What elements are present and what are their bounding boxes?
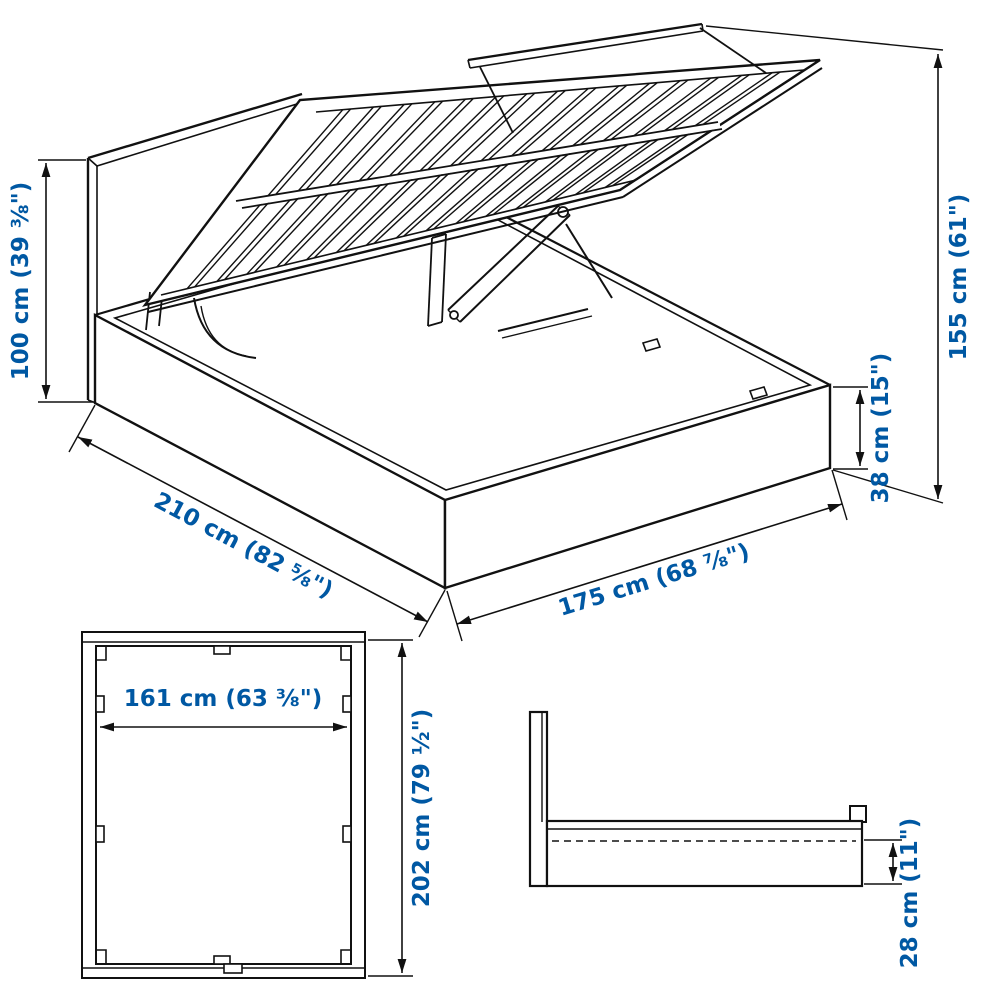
lift-handle bbox=[467, 22, 767, 134]
dim-label-storage-depth: 28 cm (11") bbox=[897, 818, 923, 969]
dim-open-height: 155 cm (61") bbox=[705, 25, 972, 504]
dim-inner-length: 202 cm (79 ½") bbox=[368, 639, 435, 977]
isometric-view: 100 cm (39 ⅜") 155 cm (61") 210 cm (82 ⅝… bbox=[8, 22, 972, 642]
dim-frame-height: 38 cm (15") bbox=[833, 353, 894, 504]
headboard bbox=[86, 92, 303, 404]
dim-inner-width: 161 cm (63 ⅜") bbox=[100, 686, 347, 732]
lift-mechanism bbox=[145, 205, 769, 400]
dim-label-frame-height: 38 cm (15") bbox=[868, 353, 894, 504]
dim-label-open-height: 155 cm (61") bbox=[946, 194, 972, 361]
side-view-headboard-post bbox=[528, 710, 549, 888]
dim-storage-depth: 28 cm (11") bbox=[864, 818, 923, 969]
dim-label-inner-width: 161 cm (63 ⅜") bbox=[124, 686, 322, 712]
side-view: 28 cm (11") bbox=[528, 710, 923, 969]
dim-label-width: 175 cm (68 ⅞") bbox=[555, 539, 752, 622]
dim-headboard-height: 100 cm (39 ⅜") bbox=[8, 159, 93, 403]
top-view: 161 cm (63 ⅜") 202 cm (79 ½") bbox=[81, 631, 435, 979]
dim-label-inner-length: 202 cm (79 ½") bbox=[409, 709, 435, 907]
side-view-foot-cap bbox=[849, 805, 867, 823]
dim-label-headboard-height: 100 cm (39 ⅜") bbox=[8, 182, 34, 380]
side-view-frame bbox=[545, 819, 864, 888]
slatted-base bbox=[142, 58, 823, 313]
top-view-outer-frame bbox=[81, 631, 366, 979]
